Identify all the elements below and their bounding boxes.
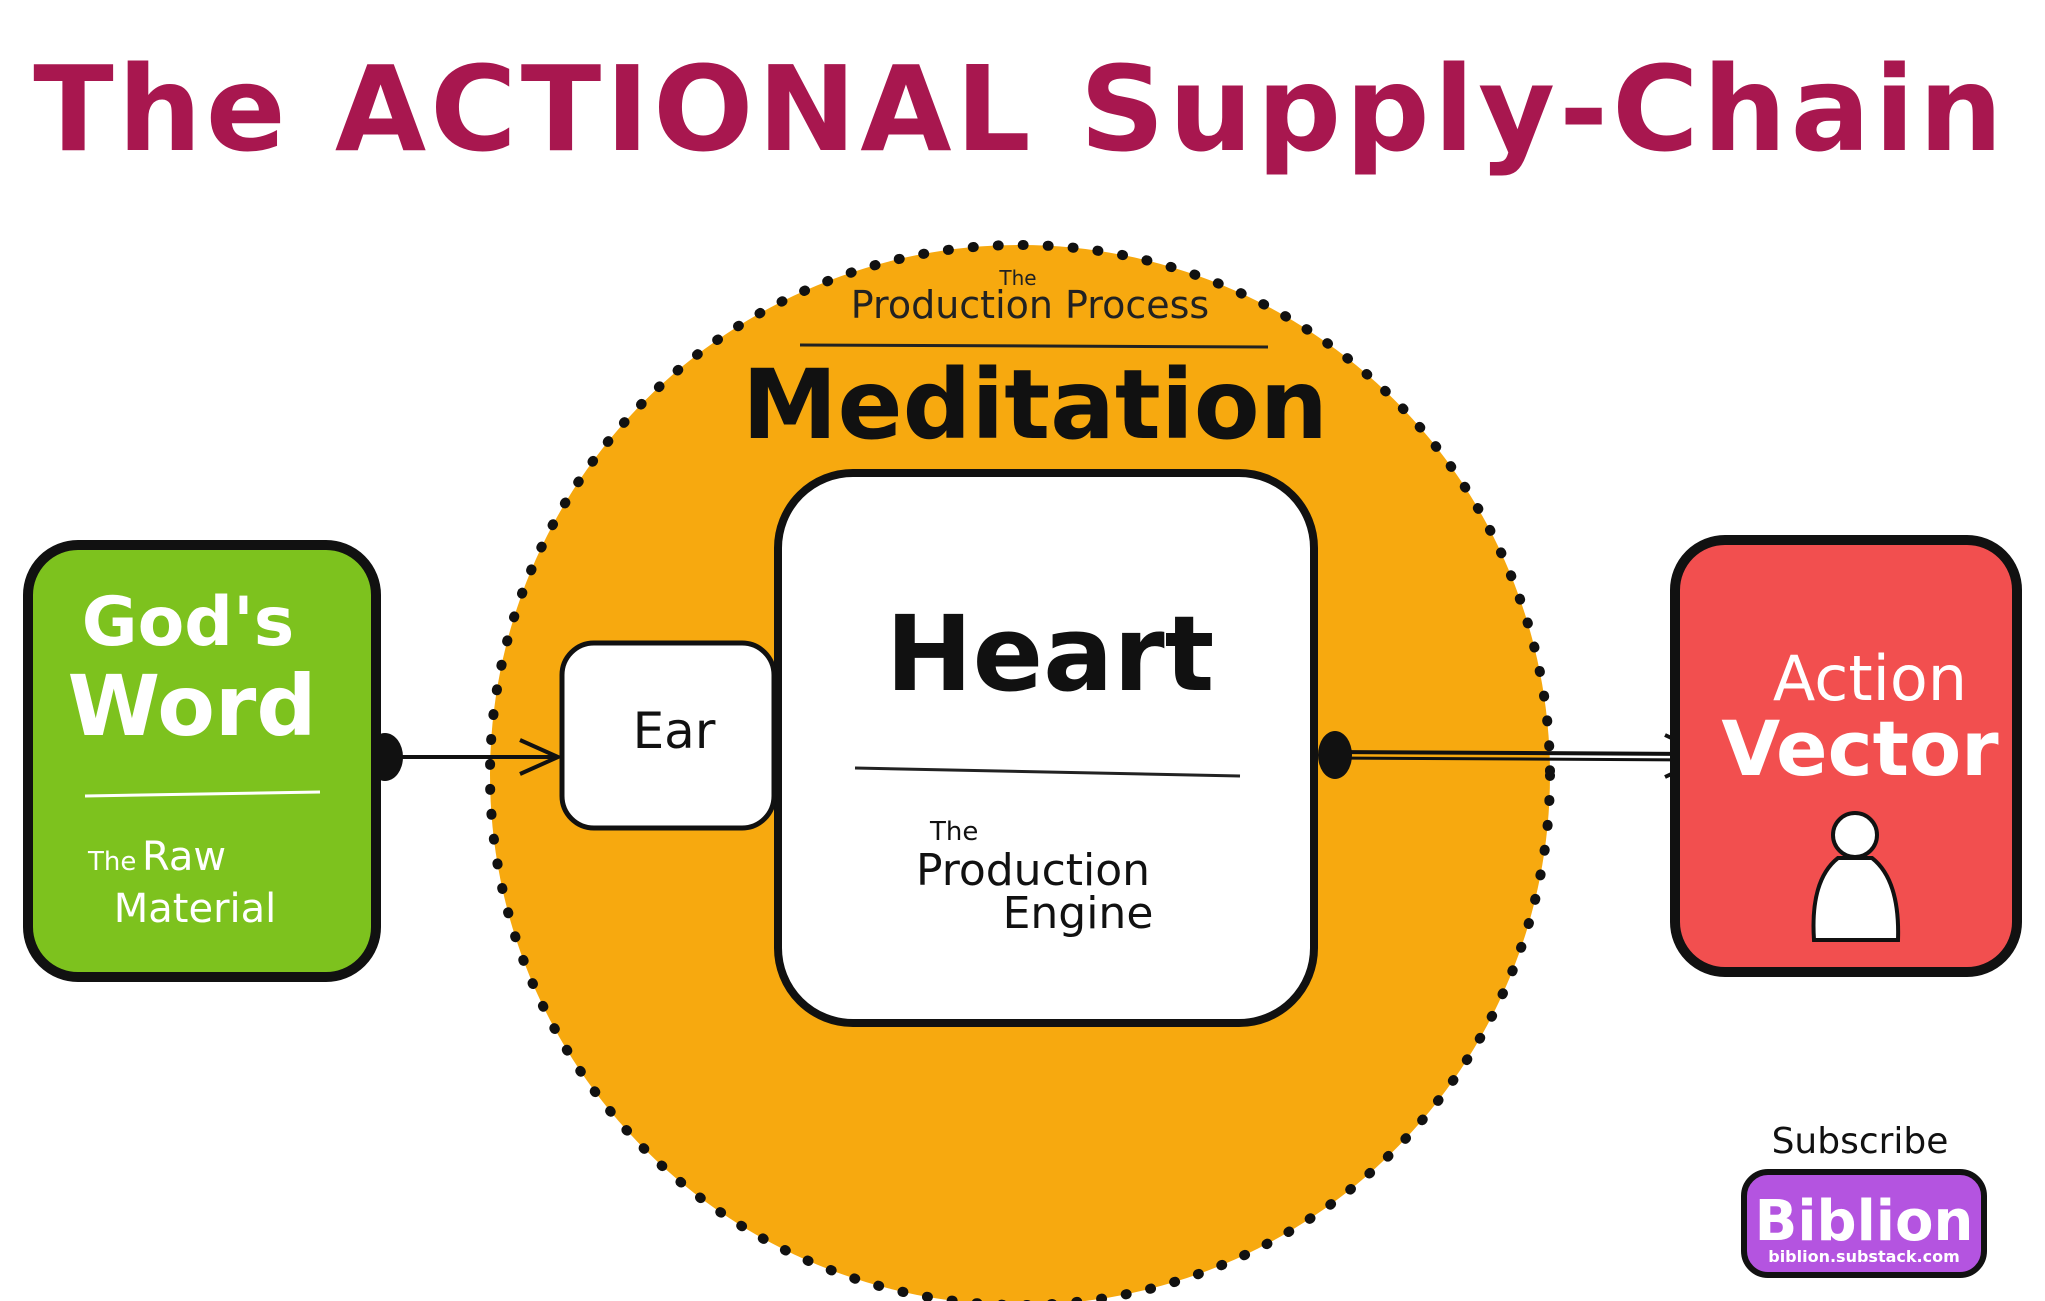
input-box — [23, 540, 381, 982]
process-name: Meditation — [742, 349, 1328, 461]
output-title-line2: Vector — [1721, 704, 1999, 793]
process-divider — [799, 343, 1269, 349]
heart-box — [774, 469, 1318, 1027]
process-label: Production Process — [851, 283, 1209, 327]
output-box — [1670, 535, 2022, 977]
biblion-badge[interactable]: Biblion biblion.substack.com — [1741, 1169, 1987, 1278]
input-divider — [84, 790, 321, 798]
subscribe-label: Subscribe — [1772, 1121, 1949, 1162]
person-icon — [1811, 811, 1901, 942]
ear-box — [559, 640, 777, 831]
heart-sub-line2: Engine — [1003, 888, 1154, 939]
biblion-url: biblion.substack.com — [1768, 1247, 1960, 1266]
input-sub-line2: Material — [114, 886, 277, 932]
process-label-small: The — [998, 266, 1036, 290]
input-title-line2: Word — [68, 657, 317, 755]
input-arrow-head — [519, 738, 563, 776]
heart-sub-small: The — [929, 817, 978, 847]
input-sub-small: The — [87, 847, 136, 877]
input-sub-line1: Raw — [142, 834, 226, 880]
output-arrow — [1329, 750, 1701, 756]
heart-divider — [854, 766, 1241, 778]
heart-sub-line1: Production — [916, 845, 1150, 896]
output-arrow-tail — [1318, 731, 1352, 779]
ear-label: Ear — [633, 702, 716, 760]
biblion-name: Biblion — [1755, 1189, 1974, 1254]
input-title-line1: God's — [82, 583, 295, 662]
output-title-line1: Action — [1773, 642, 1967, 715]
diagram-title: The ACTIONAL Supply-Chain — [33, 40, 2007, 178]
heart-label: Heart — [886, 593, 1215, 715]
output-arrow-2 — [1329, 756, 1701, 762]
biblion-badge-bg[interactable] — [1741, 1169, 1987, 1278]
